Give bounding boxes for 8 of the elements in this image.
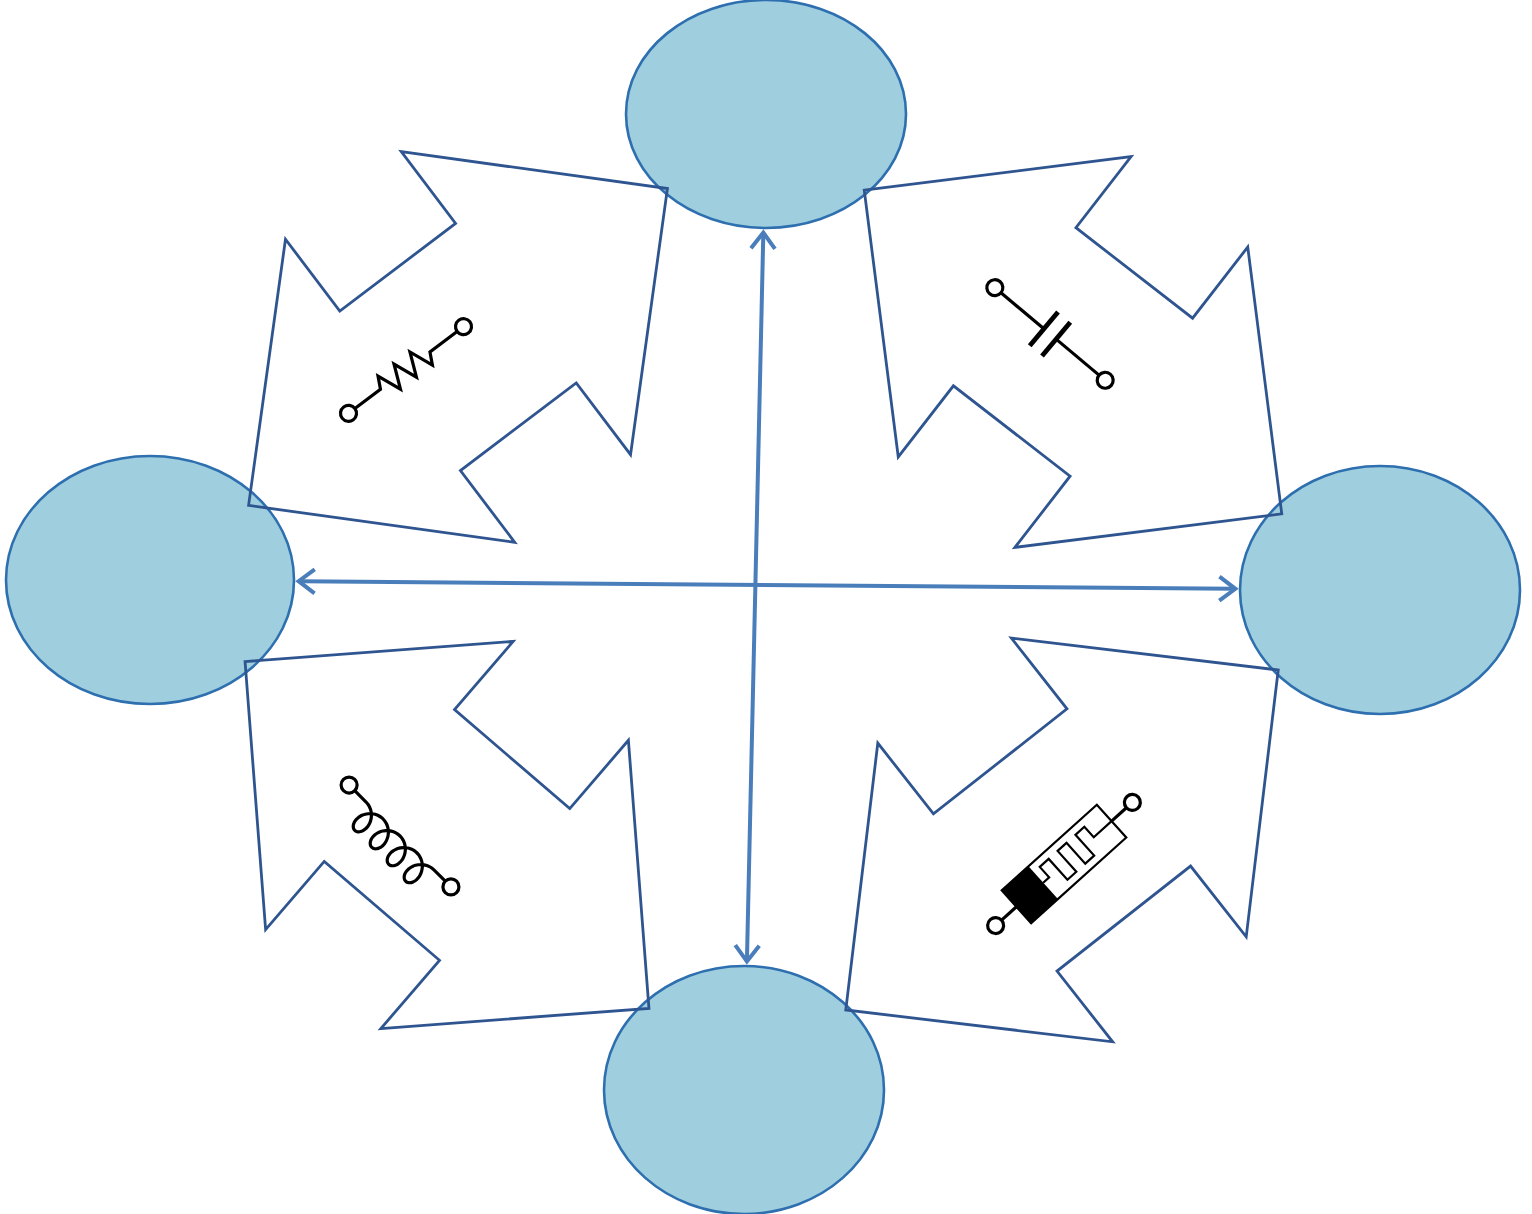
circle [602, 964, 886, 1214]
block-arrow [243, 639, 651, 1031]
arrow [733, 229, 777, 965]
arrow [295, 567, 1239, 603]
block-arrow [862, 154, 1284, 550]
block-arrow [844, 636, 1280, 1044]
circle [1238, 464, 1522, 716]
circle [4, 454, 296, 706]
